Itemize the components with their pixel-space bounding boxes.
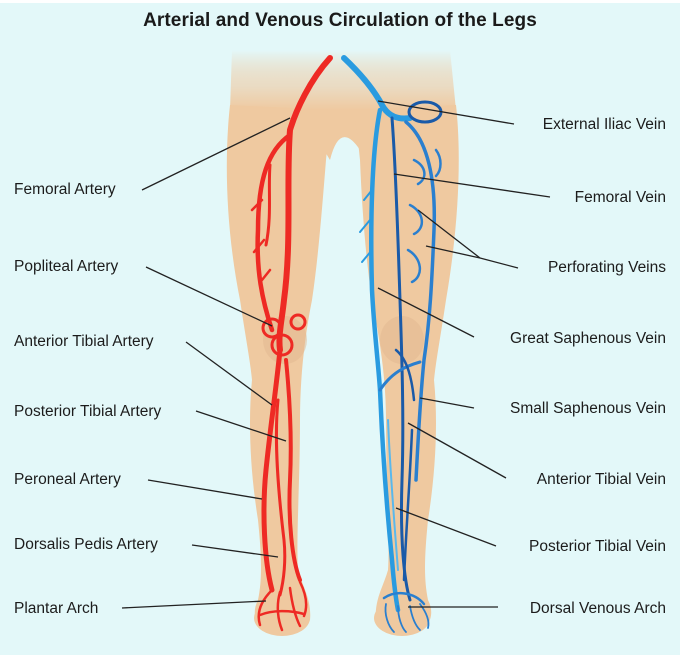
label-femoral-artery: Femoral Artery [14,181,116,198]
label-posterior-tibial-vein: Posterior Tibial Vein [529,538,666,555]
label-peroneal-artery: Peroneal Artery [14,471,121,488]
label-posterior-tibial-artery: Posterior Tibial Artery [14,403,162,420]
diagram-title: Arterial and Venous Circulation of the L… [143,10,537,31]
label-great-saphenous-vein: Great Saphenous Vein [510,330,666,347]
label-external-iliac-vein: External Iliac Vein [542,116,666,133]
label-perforating-veins: Perforating Veins [547,259,666,276]
label-anterior-tibial-artery: Anterior Tibial Artery [14,333,154,350]
label-dorsalis-pedis-artery: Dorsalis Pedis Artery [14,536,158,553]
label-anterior-tibial-vein: Anterior Tibial Vein [536,471,666,488]
arterial-system [250,55,333,632]
leader-lines [121,100,551,609]
label-dorsal-venous-arch: Dorsal Venous Arch [529,600,666,617]
label-popliteal-artery: Popliteal Artery [14,258,119,275]
label-small-saphenous-vein: Small Saphenous Vein [510,400,666,417]
skin-silhouette [226,50,459,636]
label-plantar-arch: Plantar Arch [14,600,99,617]
venous-system [341,55,443,633]
top-border [0,0,680,3]
label-femoral-vein: Femoral Vein [574,189,666,206]
